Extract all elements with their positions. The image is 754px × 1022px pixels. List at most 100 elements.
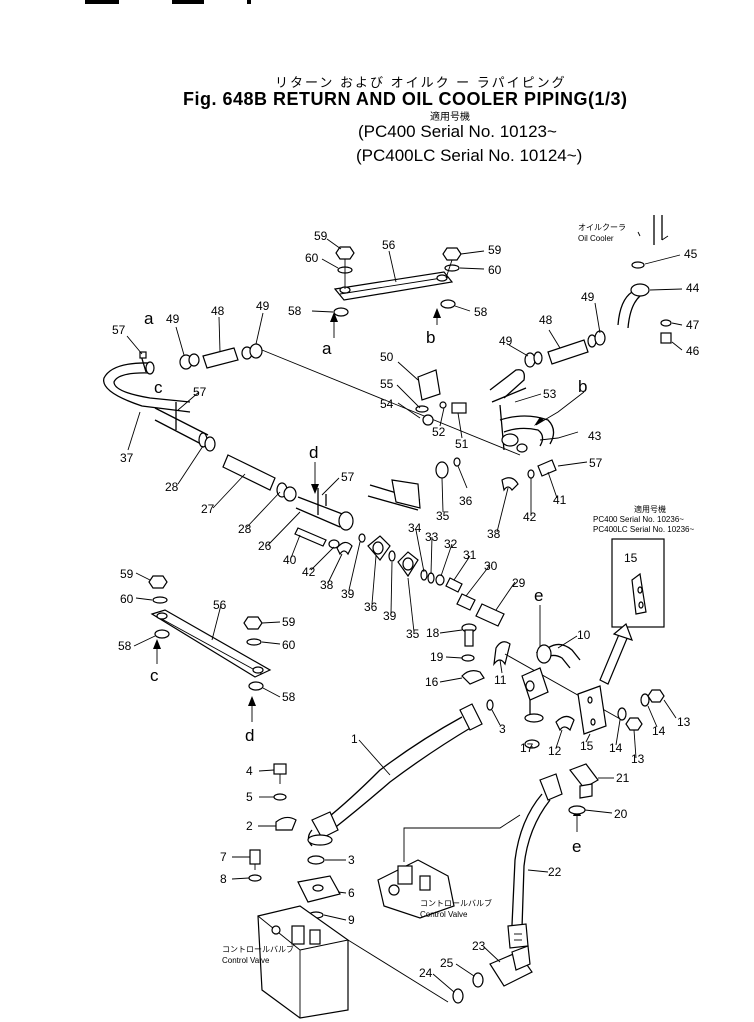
- letter-e-upper: e: [534, 586, 543, 605]
- callout-28: 28: [165, 480, 179, 494]
- callout-58: 58: [288, 304, 302, 318]
- flange-35-left: [397, 551, 419, 578]
- leader-lines: [126, 238, 683, 993]
- callout-57: 57: [589, 456, 603, 470]
- callout-11: 11: [494, 673, 507, 687]
- notes: オイルクーラ Oil Cooler コントロールバルブ Control Valv…: [222, 223, 695, 965]
- bracket-50: [415, 369, 467, 426]
- oring-39-center: [388, 550, 396, 562]
- hose-22: [507, 773, 563, 949]
- callout-35: 35: [436, 509, 450, 523]
- hose-48-upper-left: [179, 343, 263, 370]
- callout-51: 51: [455, 437, 469, 451]
- callout-32: 32: [444, 537, 458, 551]
- callout-2: 2: [246, 819, 253, 833]
- callout-46: 46: [686, 344, 700, 358]
- callout-45: 45: [684, 247, 698, 261]
- arrows-lower-bracket: [153, 639, 256, 722]
- leader-line-clamp: [504, 653, 623, 721]
- inset-applicability-label: 適用号機: [634, 504, 666, 514]
- callout-36: 36: [459, 494, 473, 508]
- callout-55: 55: [380, 377, 394, 391]
- callout-58: 58: [474, 305, 488, 319]
- plate-58-upper-left: [333, 307, 349, 317]
- flange-6: [297, 875, 341, 903]
- callout-31: 31: [463, 548, 477, 562]
- washer-60-lower-right: [246, 638, 262, 646]
- callout-49: 49: [581, 290, 595, 304]
- callout-19: 19: [430, 650, 444, 664]
- callout-17: 17: [520, 741, 534, 755]
- callout-53: 53: [543, 387, 557, 401]
- inset-box-15: [611, 538, 665, 628]
- callout-5: 5: [246, 790, 253, 804]
- elbow-23: [489, 945, 533, 987]
- oring-39-left: [358, 533, 366, 543]
- arrow-d-top: [311, 462, 319, 494]
- control-valve-label-jp-2: コントロールバルブ: [420, 898, 492, 908]
- callout-59: 59: [488, 243, 502, 257]
- callout-30: 30: [484, 559, 498, 573]
- leader-b-bracket: [534, 391, 585, 441]
- oil-cooler-label-jp: オイルクーラ: [578, 223, 626, 232]
- callout-40: 40: [283, 553, 297, 567]
- callout-15: 15: [624, 551, 638, 565]
- callout-8: 8: [220, 872, 227, 886]
- inset-arrow: [599, 622, 634, 685]
- arrows-upper-bracket: [330, 308, 441, 338]
- inset-serial-pc400lc: PC400LC Serial No. 10236~: [593, 525, 695, 534]
- callout-12: 12: [548, 744, 562, 758]
- callout-24: 24: [419, 966, 433, 980]
- nut-59-upper-left: [335, 246, 355, 289]
- callout-18: 18: [426, 626, 440, 640]
- tube-26: [295, 488, 354, 531]
- hose-27: [222, 454, 297, 502]
- bracket-56-lower: [150, 609, 272, 678]
- washer-14-upper: [640, 693, 650, 707]
- callout-27: 27: [201, 502, 215, 516]
- hose-48-right: [524, 330, 606, 368]
- callout-48: 48: [539, 313, 553, 327]
- callout-60: 60: [488, 263, 502, 277]
- callout-36: 36: [364, 600, 378, 614]
- callout-47: 47: [686, 318, 700, 332]
- callout-3: 3: [348, 853, 355, 867]
- applicability-label: 適用号機: [430, 112, 470, 123]
- oring-3-lower: [307, 855, 325, 865]
- letter-b-bracket: b: [426, 328, 435, 347]
- callout-21: 21: [616, 771, 630, 785]
- callout-6: 6: [348, 886, 355, 900]
- fitting-25: [472, 972, 484, 988]
- callout-4: 4: [246, 764, 253, 778]
- bolt-18: [461, 623, 477, 647]
- letter-b-pipe: b: [578, 377, 587, 396]
- letter-c-bracket: c: [150, 666, 159, 685]
- callout-7: 7: [220, 850, 227, 864]
- callout-10: 10: [577, 628, 591, 642]
- nut-59-lower-left: [148, 575, 168, 589]
- plate-58-upper-right: [440, 299, 456, 309]
- callout-3: 3: [499, 722, 506, 736]
- callout-28: 28: [238, 522, 252, 536]
- callout-59: 59: [282, 615, 296, 629]
- callout-25: 25: [440, 956, 454, 970]
- hose-1: [307, 703, 483, 847]
- control-valve-lower-left: [257, 905, 449, 1019]
- oring-20: [568, 805, 586, 815]
- oring-24: [452, 988, 464, 1004]
- washer-5: [273, 793, 287, 801]
- callout-59: 59: [120, 567, 134, 581]
- letter-e-lower: e: [572, 837, 581, 856]
- clamp-11: [493, 641, 511, 667]
- control-valve-label-jp-1: コントロールバルブ: [222, 944, 294, 954]
- oring-3-upper: [486, 699, 494, 711]
- callout-34: 34: [408, 521, 422, 535]
- clamp-2: [275, 816, 297, 831]
- callout-44: 44: [686, 281, 700, 295]
- callout-58: 58: [282, 690, 296, 704]
- callout-48: 48: [211, 304, 225, 318]
- callout-37: 37: [120, 451, 134, 465]
- callout-56: 56: [382, 238, 396, 252]
- callout-13: 13: [631, 752, 645, 766]
